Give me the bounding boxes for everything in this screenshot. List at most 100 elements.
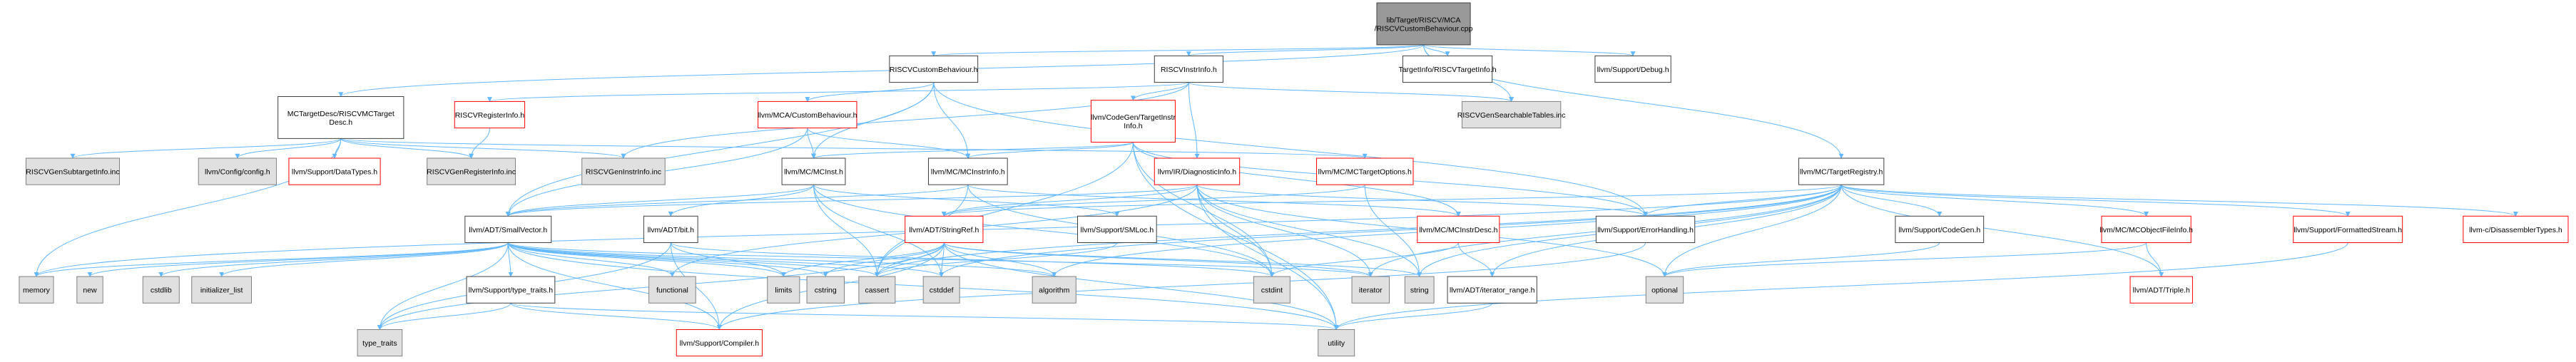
node-mcofi[interactable]: llvm/MC/MCObjectFileInfo.h bbox=[2099, 215, 2193, 244]
dependency-edge bbox=[1196, 184, 1648, 217]
dependency-edge bbox=[1132, 142, 1275, 277]
edge-cgtii-to-cstdint bbox=[1132, 142, 1275, 277]
node-box bbox=[858, 276, 896, 304]
dependency-edge bbox=[1423, 44, 1450, 57]
node-mcinst[interactable]: llvm/MC/MCInst.h bbox=[781, 157, 846, 185]
node-box bbox=[927, 157, 1008, 185]
edge-diag-to-errh bbox=[1196, 184, 1648, 217]
edge-smallvec-to-new bbox=[87, 242, 509, 277]
dependency-edge bbox=[1662, 242, 2147, 277]
node-disas[interactable]: llvm-c/DisassemblerTypes.h bbox=[2463, 215, 2569, 244]
dependency-edge bbox=[1188, 82, 1200, 159]
node-label: RISCVGenSearchableTables.inc bbox=[1457, 111, 1566, 120]
dependency-edge bbox=[340, 138, 1368, 159]
node-triple[interactable]: llvm/ADT/Triple.h bbox=[2129, 276, 2193, 304]
edge-mcofi-to-triple bbox=[2146, 242, 2164, 277]
edge-mcinst-to-smloc bbox=[813, 184, 1120, 217]
node-box bbox=[1798, 157, 1885, 185]
node-label: initializer_list bbox=[200, 286, 243, 295]
dependency-edge bbox=[1841, 184, 2149, 217]
node-box bbox=[1594, 55, 1671, 83]
node-rcb_h[interactable]: RISCVCustomBehaviour.h bbox=[889, 55, 979, 83]
edge-mcinst-to-cassert bbox=[813, 185, 880, 277]
node-mctr[interactable]: llvm/MC/TargetRegistry.h bbox=[1798, 157, 1885, 185]
node-string: string bbox=[1404, 276, 1435, 304]
node-typetraits[interactable]: llvm/Support/type_traits.h bbox=[466, 276, 556, 304]
node-label: llvm/MC/MCInstrInfo.h bbox=[931, 168, 1005, 177]
edge-mcidesc-to-itrange bbox=[1457, 242, 1495, 277]
edge-codegen-to-optional bbox=[1662, 242, 1940, 277]
node-ttinfo[interactable]: TargetInfo/RISCVTargetInfo.h bbox=[1398, 55, 1497, 83]
node-itrange[interactable]: llvm/ADT/iterator_range.h bbox=[1447, 276, 1537, 304]
node-label: RISCVCustomBehaviour.h bbox=[890, 66, 978, 74]
node-debug[interactable]: llvm/Support/Debug.h bbox=[1594, 55, 1671, 83]
node-box bbox=[454, 100, 526, 129]
node-box bbox=[1404, 276, 1435, 304]
node-errh[interactable]: llvm/Support/ErrorHandling.h bbox=[1595, 215, 1696, 244]
node-label: MCTargetDesc/RISCVMCTarget bbox=[287, 110, 394, 118]
edge-diag-to-smallvec bbox=[506, 184, 1198, 217]
node-label: llvm/Support/FormattedStream.h bbox=[2294, 226, 2402, 234]
edge-mcii-to-mcidesc bbox=[967, 184, 1461, 217]
node-box bbox=[1461, 100, 1562, 129]
node-mcidesc[interactable]: llvm/MC/MCInstrDesc.h bbox=[1417, 215, 1500, 244]
node-strref[interactable]: llvm/ADT/StringRef.h bbox=[905, 215, 984, 244]
node-label: optional bbox=[1651, 286, 1678, 295]
node-label: llvm/Support/CodeGen.h bbox=[1898, 226, 1980, 234]
edge-smallvec-to-initlist bbox=[219, 242, 509, 277]
dependency-edge bbox=[1423, 44, 1636, 57]
node-box bbox=[1895, 215, 1985, 244]
dependency-edge bbox=[340, 138, 474, 159]
dependency-edge bbox=[933, 82, 971, 159]
node-rii_h[interactable]: RISCVInstrInfo.h bbox=[1154, 55, 1223, 83]
node-box bbox=[1090, 100, 1176, 143]
node-compiler[interactable]: llvm/Support/Compiler.h bbox=[676, 329, 763, 357]
dependency-edge bbox=[377, 303, 511, 331]
node-mcto[interactable]: llvm/MC/MCTargetOptions.h bbox=[1316, 157, 1414, 185]
edge-mctr-to-triple bbox=[1841, 185, 2164, 277]
dependency-edge bbox=[235, 138, 342, 159]
dependency-edge bbox=[933, 82, 1648, 217]
node-label: TargetInfo/RISCVTargetInfo.h bbox=[1398, 66, 1496, 74]
dependency-edge bbox=[943, 242, 1422, 277]
dependency-edge bbox=[1841, 185, 1943, 217]
node-box bbox=[1417, 215, 1500, 244]
edge-smallvec-to-algorithm bbox=[507, 242, 1057, 277]
node-bit[interactable]: llvm/ADT/bit.h bbox=[643, 215, 698, 244]
node-box bbox=[905, 215, 984, 244]
node-box bbox=[278, 95, 404, 139]
node-box bbox=[357, 329, 403, 357]
edge-mcinst-to-cstdint bbox=[813, 185, 1275, 277]
edge-mcinst-to-smallvec bbox=[505, 184, 815, 217]
node-rri[interactable]: RISCVRegisterInfo.h bbox=[454, 100, 526, 129]
edge-smallvec-to-memory bbox=[34, 242, 509, 277]
dependency-edge bbox=[505, 184, 815, 217]
node-codegen[interactable]: llvm/Support/CodeGen.h bbox=[1895, 215, 1985, 244]
node-smallvec[interactable]: llvm/ADT/SmallVector.h bbox=[464, 215, 552, 244]
node-smloc[interactable]: llvm/Support/SMLoc.h bbox=[1076, 215, 1157, 244]
node-label: llvm-c/DisassemblerTypes.h bbox=[2469, 226, 2562, 234]
node-diag[interactable]: llvm/IR/DiagnosticInfo.h bbox=[1154, 157, 1241, 185]
node-box bbox=[676, 329, 763, 357]
dependency-edge bbox=[507, 242, 828, 277]
node-fmtstr[interactable]: llvm/Support/FormattedStream.h bbox=[2293, 215, 2403, 244]
node-dtypes[interactable]: llvm/Support/DataTypes.h bbox=[288, 157, 381, 185]
node-cfg: llvm/Config/config.h bbox=[198, 157, 277, 185]
dependency-edge bbox=[1188, 82, 1514, 103]
dependency-edge bbox=[1196, 185, 1339, 331]
node-label: llvm/ADT/bit.h bbox=[648, 226, 695, 234]
edge-typetraits-to-typetraits_std bbox=[377, 303, 511, 331]
node-mcacb[interactable]: llvm/MCA/CustomBehaviour.h bbox=[758, 100, 857, 129]
node-cassert: cassert bbox=[858, 276, 896, 304]
node-mcii[interactable]: llvm/MC/MCInstrInfo.h bbox=[927, 157, 1008, 185]
node-box bbox=[648, 276, 696, 304]
node-label: llvm/MC/MCTargetOptions.h bbox=[1318, 168, 1412, 177]
node-label: RISCVInstrInfo.h bbox=[1161, 66, 1217, 74]
edge-mctdesc-to-rgsi bbox=[70, 138, 342, 159]
node-label: type_traits bbox=[362, 339, 397, 348]
node-rgsi: RISCVGenSubtargetInfo.inc bbox=[25, 157, 121, 185]
edge-smallvec-to-cstring bbox=[507, 242, 828, 277]
